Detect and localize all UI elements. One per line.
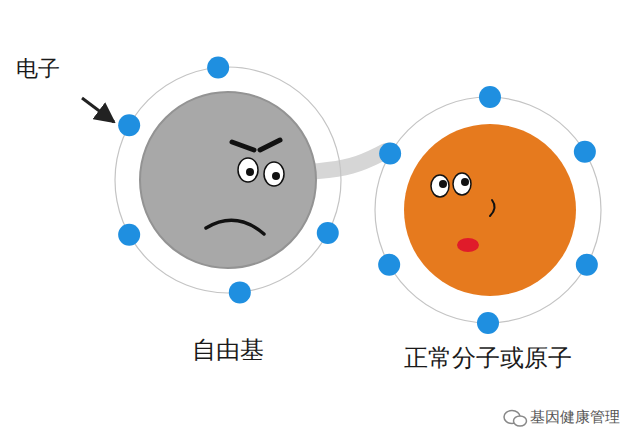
electron: [118, 224, 140, 246]
leader-arrow: [82, 98, 114, 122]
electron: [477, 312, 499, 334]
electron: [317, 222, 339, 244]
orbit-ring: [375, 97, 601, 323]
electron: [118, 114, 140, 136]
electron: [207, 56, 229, 78]
electron: [576, 254, 598, 276]
electron: [378, 254, 400, 276]
electron: [479, 86, 501, 108]
watermark: 基因健康管理: [530, 408, 620, 427]
wechat-icon: [504, 411, 527, 427]
node-label: 正常分子或原子: [404, 342, 572, 374]
molecule-body: [404, 124, 576, 296]
angry-face: [206, 140, 284, 234]
radical-circle: 自由基: [114, 66, 342, 294]
node-shape: [114, 66, 342, 294]
electron: [229, 281, 251, 303]
node-shape: [374, 96, 602, 324]
calm-face: [431, 173, 495, 252]
orbit-ring: [115, 67, 341, 293]
electron: [574, 141, 596, 163]
electron: [379, 143, 401, 165]
radical-body: [140, 92, 316, 268]
molecule-circle: 正常分子或原子: [374, 96, 602, 324]
node-label: 自由基: [192, 334, 264, 366]
part-label: 电子: [16, 54, 60, 84]
